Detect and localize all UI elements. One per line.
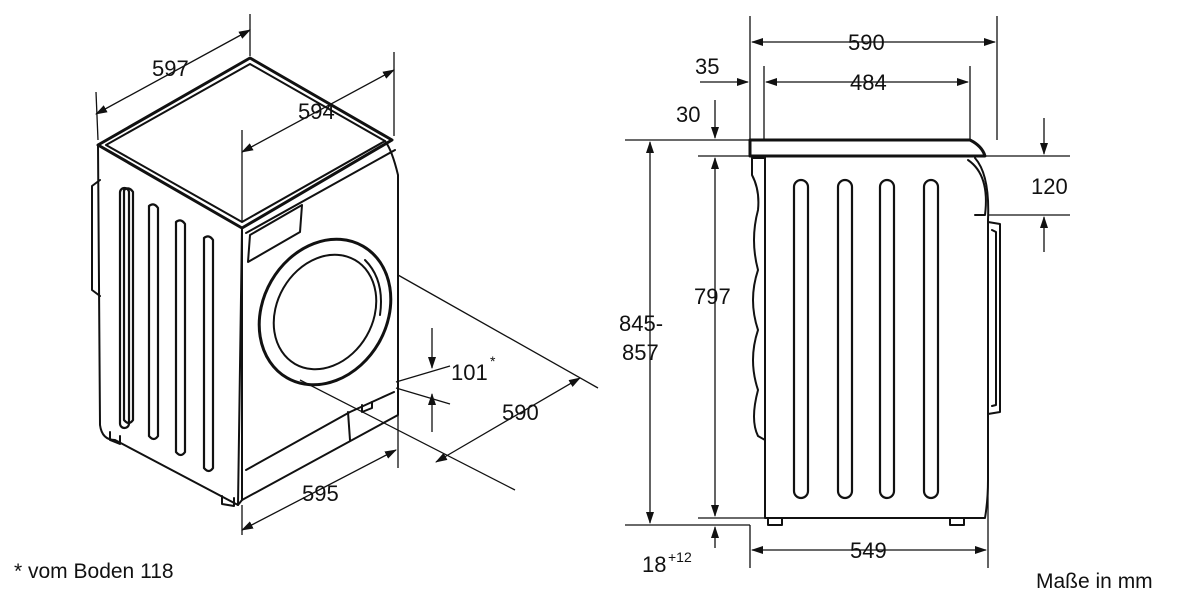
depth-594-dimension-line: [241, 69, 395, 153]
side-view: 590 35 484 30 845- 857 797 120 18 +12 54…: [619, 16, 1070, 577]
top-offset-label: 35: [695, 54, 719, 79]
width-597-dimension-line: [95, 29, 251, 115]
toe-height-label: 101: [451, 360, 488, 385]
front-width-label: 595: [302, 481, 339, 506]
body-height-label: 797: [694, 284, 731, 309]
isometric-machine-outline: [91, 56, 399, 507]
foot-height-label: 18: [642, 552, 666, 577]
total-depth-label: 590: [502, 400, 539, 425]
footnote: * vom Boden 118: [14, 560, 174, 583]
side-extension-lines: [625, 16, 1070, 568]
units-note: Maße in mm: [1036, 570, 1153, 593]
front-width-595-dimension-line: [241, 449, 397, 531]
width-label: 597: [152, 56, 189, 81]
foot-tolerance-label: +12: [668, 549, 692, 565]
side-machine-outline: [748, 138, 1001, 526]
isometric-dimension-lines: [95, 29, 581, 531]
total-depth-590-dimension-line: [435, 377, 581, 463]
control-height-label: 120: [1031, 174, 1068, 199]
isometric-extension-lines: [95, 14, 599, 535]
isometric-side-slots: [122, 187, 215, 473]
top-depth-label: 484: [850, 70, 887, 95]
side-slots: [792, 178, 940, 500]
total-height-min-label: 845-: [619, 311, 663, 336]
isometric-view: 597 594 101 * 590 595: [91, 14, 599, 535]
top-thickness-label: 30: [676, 102, 700, 127]
base-depth-label: 549: [850, 538, 887, 563]
overall-depth-label: 590: [848, 30, 885, 55]
depth-label: 594: [298, 99, 335, 124]
side-dimension-lines: [646, 38, 1048, 554]
total-height-max-label: 857: [622, 340, 659, 365]
toe-height-asterisk: *: [490, 353, 496, 369]
